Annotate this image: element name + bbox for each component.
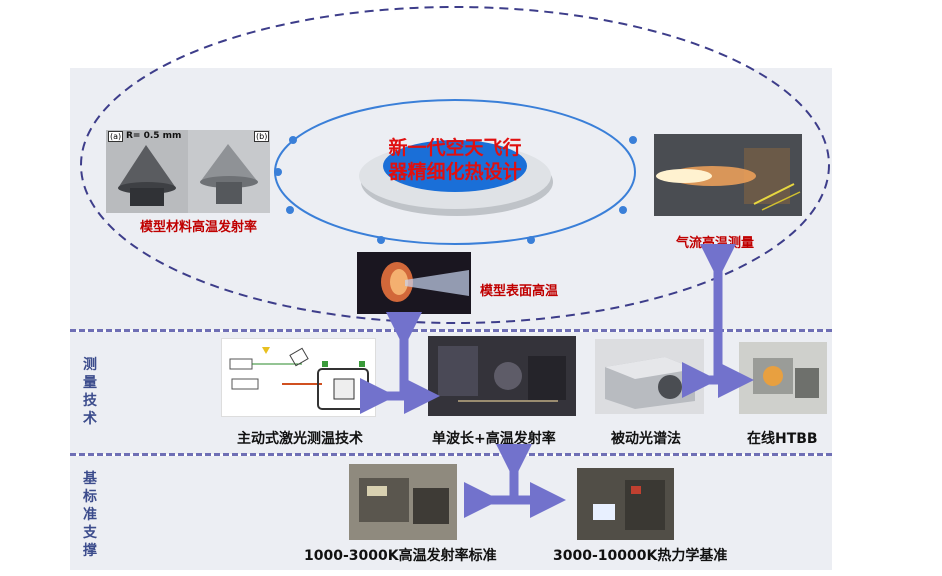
photo-tag-b: (b)	[254, 131, 270, 142]
emissivity-standard-photo	[349, 464, 457, 540]
model-cone-photo: (a) R= 0.5 mm (b)	[106, 130, 270, 213]
core-title-line2: 器精细化热设计	[388, 161, 522, 183]
single-wavelength-photo	[428, 336, 576, 416]
thermo-standard-photo	[577, 468, 674, 540]
label-spectroscopy: 被动光谱法	[611, 431, 681, 447]
row-label-measurement: 测量技术	[83, 357, 97, 427]
divider-top	[70, 329, 832, 332]
divider-bottom	[70, 453, 832, 456]
label-single-wavelength: 单波长+高温发射率	[432, 431, 556, 447]
ellipse-diagram	[80, 6, 830, 324]
label-emissivity-standard: 1000-3000K高温发射率标准	[304, 548, 497, 564]
photo-tag-a: (a)	[108, 131, 124, 142]
label-emissivity: 模型材料高温发射率	[140, 220, 258, 235]
laser-schematic	[221, 338, 376, 417]
label-htbb: 在线HTBB	[747, 431, 818, 447]
core-title: 新一代空天飞行 器精细化热设计	[370, 136, 540, 184]
label-laser: 主动式激光测温技术	[237, 431, 363, 447]
row-label-standards: 基标准支撑	[83, 471, 97, 559]
label-surface-temp: 模型表面高温	[480, 284, 559, 299]
label-thermo-standard: 3000-10000K热力学基准	[553, 548, 728, 564]
outer-dashed-ellipse	[80, 6, 830, 324]
airflow-photo	[654, 134, 802, 216]
surface-temp-photo	[357, 252, 471, 314]
core-disc-blue	[383, 140, 527, 192]
photo-radius-note: R= 0.5 mm	[126, 131, 182, 141]
core-title-line1: 新一代空天飞行	[388, 137, 522, 159]
orbit-dots	[274, 136, 637, 244]
